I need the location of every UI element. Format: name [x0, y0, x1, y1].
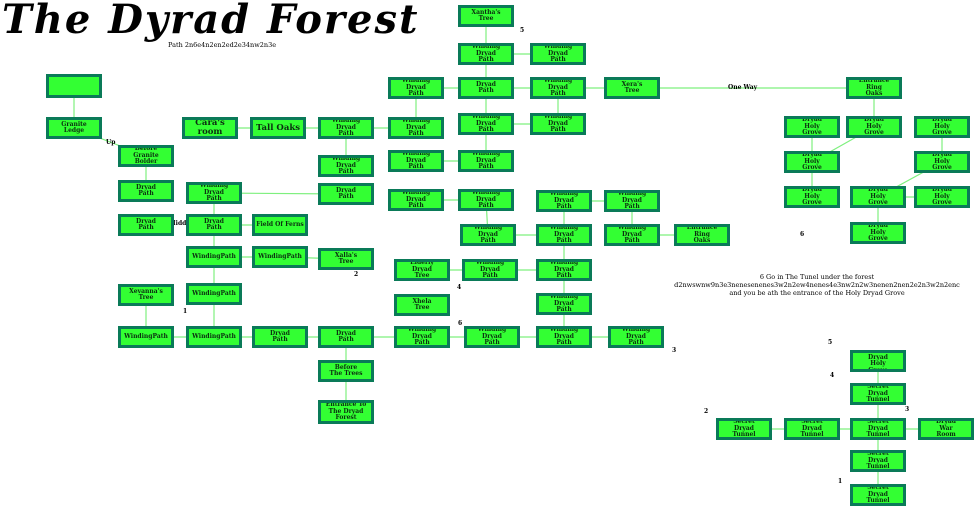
- room-node[interactable]: Dryad Holy Grove: [784, 116, 840, 138]
- room-node[interactable]: Dryad Holy Grove: [914, 151, 970, 173]
- room-node[interactable]: Secret Dryad Tunnel: [850, 484, 906, 506]
- room-node[interactable]: Winding Dryad Path: [536, 259, 592, 281]
- marker-5: 5: [520, 27, 525, 34]
- tunnel-note-line-3: and you be ath the entrance of the Holy …: [729, 289, 905, 297]
- room-node[interactable]: Winding Dryad Path: [530, 43, 586, 65]
- marker-tunnel-1: 1: [838, 478, 843, 485]
- room-node[interactable]: Dryad Path: [118, 180, 174, 202]
- label-hidden: Hidden: [170, 220, 195, 227]
- label-up: Up: [106, 139, 116, 146]
- room-node[interactable]: Elderly Dryad Tree: [394, 259, 450, 281]
- room-node[interactable]: Dryad Holy Grove: [784, 151, 840, 173]
- room-node[interactable]: Winding Dryad Path: [604, 190, 660, 212]
- room-node[interactable]: Winding Dryad Path: [536, 326, 592, 348]
- room-node[interactable]: Secret Dryad Tunnel: [784, 418, 840, 440]
- room-node[interactable]: Dryad Holy Grove: [850, 222, 906, 244]
- marker-4: 4: [457, 284, 462, 291]
- room-node[interactable]: Dryad War Room: [918, 418, 974, 440]
- room-node[interactable]: Winding Dryad Path: [388, 117, 444, 139]
- room-node[interactable]: Winding Dryad Path: [186, 182, 242, 204]
- room-node[interactable]: Winding Dryad Path: [536, 224, 592, 246]
- room-node[interactable]: Dryad Holy Grove: [846, 116, 902, 138]
- marker-grove-6: 6: [800, 231, 805, 238]
- marker-6: 6: [458, 320, 463, 327]
- room-node[interactable]: Winding Dryad Path: [458, 189, 514, 211]
- room-node[interactable]: Winding Dryad Path: [388, 189, 444, 211]
- room-node[interactable]: Winding Dryad Path: [388, 150, 444, 172]
- room-node[interactable]: Winding Dryad Path: [530, 77, 586, 99]
- room-node[interactable]: WindingPath: [118, 326, 174, 348]
- room-node[interactable]: Entrance To The Dryad Forest: [318, 400, 374, 424]
- room-node[interactable]: Winding Dryad Path: [388, 77, 444, 99]
- room-node[interactable]: Winding Dryad Path: [608, 326, 664, 348]
- room-node[interactable]: Winding Dryad Path: [394, 326, 450, 348]
- room-node[interactable]: Dryad Path: [458, 77, 514, 99]
- marker-tunnel-2: 2: [704, 408, 709, 415]
- room-node[interactable]: Secret Dryad Tunnel: [850, 383, 906, 405]
- marker-tunnel-3: 3: [905, 406, 910, 413]
- room-node[interactable]: Entrance Dryad Holy Grove: [850, 350, 906, 372]
- room-node[interactable]: Dryad Path: [186, 214, 242, 236]
- room-node[interactable]: Winding Dryad Path: [458, 43, 514, 65]
- room-node[interactable]: WindingPath: [186, 283, 242, 305]
- room-node[interactable]: Dryad Holy Grove: [850, 186, 906, 208]
- room-node[interactable]: Winding Dryad Path: [458, 113, 514, 135]
- room-node[interactable]: Dryad Holy Grove: [784, 186, 840, 208]
- room-node[interactable]: WindingPath: [252, 246, 308, 268]
- room-node[interactable]: Secret Dryad Tunnel: [850, 450, 906, 472]
- room-node[interactable]: Xevanna's Tree: [118, 284, 174, 306]
- room-node[interactable]: Winding Dryad Path: [318, 117, 374, 139]
- room-node[interactable]: Before The Trees: [318, 360, 374, 382]
- room-node[interactable]: Tall Oaks: [250, 117, 306, 139]
- room-node[interactable]: Before Granite Bolder: [118, 145, 174, 167]
- label-one-way: One Way: [728, 84, 758, 91]
- room-node[interactable]: Granite Ledge: [46, 117, 102, 139]
- room-node[interactable]: Xhela Tree: [394, 294, 450, 316]
- marker-2: 2: [354, 271, 359, 278]
- marker-tunnel-4: 4: [830, 372, 835, 379]
- room-node[interactable]: Winding Dryad Path: [464, 326, 520, 348]
- room-node[interactable]: Winding Dryad Path: [460, 224, 516, 246]
- room-node[interactable]: Dryad Path: [318, 183, 374, 205]
- room-node[interactable]: Winding Dryad Path: [604, 224, 660, 246]
- room-node[interactable]: WindingPath: [186, 326, 242, 348]
- room-node[interactable]: Entrance Ring Oaks: [846, 77, 902, 99]
- room-node[interactable]: WindingPath: [186, 246, 242, 268]
- room-node[interactable]: Cara's room: [182, 117, 238, 139]
- room-node[interactable]: Winding Dryad Path: [318, 155, 374, 177]
- room-node[interactable]: Xantha's Tree: [458, 5, 514, 27]
- room-node[interactable]: Field Of Ferns: [252, 214, 308, 236]
- marker-3: 3: [672, 347, 677, 354]
- room-node[interactable]: Winding Dryad Path: [536, 190, 592, 212]
- room-node[interactable]: Dryad Holy Grove: [914, 116, 970, 138]
- room-node[interactable]: Secret Dryad Tunnel: [850, 418, 906, 440]
- room-node[interactable]: Dryad Path: [252, 326, 308, 348]
- tunnel-note: 6 Go in The Tunel under the forest d2nws…: [656, 273, 978, 297]
- room-node[interactable]: Dryad Path: [318, 326, 374, 348]
- marker-tunnel-5: 5: [828, 339, 833, 346]
- room-node[interactable]: Secret Dryad Tunnel: [716, 418, 772, 440]
- room-node[interactable]: Dryad Holy Grove: [914, 186, 970, 208]
- path-directions: Path 2n6e4n2en2ed2e34nw2n3e: [168, 41, 277, 49]
- tunnel-note-line-2: d2nwswnw9n3e3nenesenenes3w2n2ew4nenes4e3…: [674, 281, 960, 289]
- room-node[interactable]: Entrance Ring Oaks: [674, 224, 730, 246]
- room-node[interactable]: Xera's Tree: [604, 77, 660, 99]
- map-title: The Dyrad Forest: [2, 0, 420, 43]
- tunnel-note-line-1: 6 Go in The Tunel under the forest: [759, 273, 875, 281]
- room-node[interactable]: Xalla's Tree: [318, 248, 374, 270]
- room-node[interactable]: [46, 74, 102, 98]
- room-node[interactable]: Winding Dryad Path: [530, 113, 586, 135]
- marker-1: 1: [183, 308, 188, 315]
- room-node[interactable]: Winding Dryad Path: [462, 259, 518, 281]
- room-node[interactable]: Dryad Path: [118, 214, 174, 236]
- room-node[interactable]: Winding Dryad Path: [536, 293, 592, 315]
- room-node[interactable]: Winding Dryad Path: [458, 150, 514, 172]
